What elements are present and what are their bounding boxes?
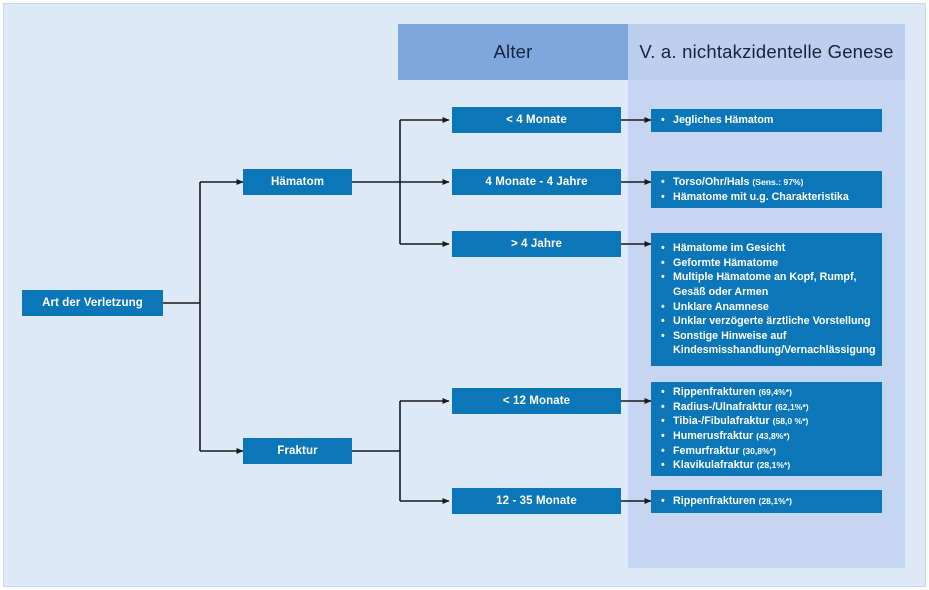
list-item-pct: (58,0 %*) xyxy=(772,416,809,427)
bullet-icon: • xyxy=(661,242,665,255)
list-item: • Klavikulafraktur (28,1%*) xyxy=(661,458,874,473)
bullet-icon: • xyxy=(661,495,665,508)
node-age-gt-4-jahre-label: > 4 Jahre xyxy=(510,238,563,250)
bullet-icon: • xyxy=(661,400,665,413)
bullet-icon: • xyxy=(661,459,665,472)
findings-box-12-35-monate[interactable]: • Rippenfrakturen (28,1%*) xyxy=(651,490,882,513)
list-item: • Torso/Ohr/Hals (Sens.: 97%) xyxy=(661,175,874,190)
bullet-icon: • xyxy=(661,271,665,284)
list-item: • Hämatome mit u.g. Charakteristika xyxy=(661,190,874,205)
node-art-der-verletzung-label: Art der Verletzung xyxy=(42,297,143,309)
list-item-text: Rippenfrakturen xyxy=(673,386,759,399)
node-fraktur[interactable]: Fraktur xyxy=(243,438,352,464)
list-item-text: Hämatome mit u.g. Charakteristika xyxy=(673,190,849,203)
bullet-icon: • xyxy=(661,175,665,188)
list-item: • Hämatome im Gesicht xyxy=(661,241,874,256)
findings-box-lt-12-monate[interactable]: • Rippenfrakturen (69,4%*) • Radius-/Uln… xyxy=(651,382,882,476)
findings-box-4-monate-4-jahre[interactable]: • Torso/Ohr/Hals (Sens.: 97%) • Hämatome… xyxy=(651,171,882,208)
bullet-icon: • xyxy=(661,444,665,457)
list-item: • Jegliches Hämatom xyxy=(661,113,874,128)
node-age-lt-12-monate-label: < 12 Monate xyxy=(502,395,571,407)
node-age-4-monate-4-jahre-label: 4 Monate - 4 Jahre xyxy=(485,176,588,188)
node-haematom-label: Hämatom xyxy=(270,176,325,188)
list-item-pct: (30,8%*) xyxy=(742,445,776,456)
list-item-text: Klavikulafraktur xyxy=(673,459,757,472)
list-item: • Radius-/Ulnafraktur (62,1%*) xyxy=(661,400,874,415)
list-item: • Tibia-/Fibulafraktur (58,0 %*) xyxy=(661,414,874,429)
list-item-pct: (28,1%*) xyxy=(756,460,791,471)
findings-box-lt-4-monate[interactable]: • Jegliches Hämatom xyxy=(651,109,882,132)
bullet-icon: • xyxy=(661,315,665,328)
list-item: • Multiple Hämatome an Kopf, Rumpf, Gesä… xyxy=(661,270,874,299)
node-fraktur-label: Fraktur xyxy=(277,445,318,457)
bullet-icon: • xyxy=(661,300,665,313)
node-age-12-35-monate-label: 12 - 35 Monate xyxy=(496,495,577,507)
node-age-lt-4-monate-label: < 4 Monate xyxy=(506,114,567,126)
list-item: • Rippenfrakturen (69,4%*) xyxy=(661,385,874,400)
list-item-pct: (69,4%*) xyxy=(758,387,792,398)
list-item-text: Hämatome im Gesicht xyxy=(673,242,786,255)
list-item-text: Rippenfrakturen xyxy=(673,495,759,508)
column-band-alter xyxy=(398,80,628,568)
bullet-icon: • xyxy=(661,256,665,269)
list-item-text: Tibia-/Fibulafraktur xyxy=(673,415,773,428)
list-item-text: Unklar verzögerte ärztliche Vorstellung xyxy=(673,315,871,328)
list-item: • Unklar verzögerte ärztliche Vorstellun… xyxy=(661,314,874,329)
list-item: • Geformte Hämatome xyxy=(661,256,874,271)
column-header-alter-label: Alter xyxy=(493,41,533,62)
bullet-icon: • xyxy=(661,329,665,342)
list-item-pct: (28,1%*) xyxy=(758,496,792,507)
findings-box-gt-4-jahre[interactable]: • Hämatome im Gesicht • Geformte Hämatom… xyxy=(651,233,882,366)
list-item: • Sonstige Hinweise auf Kindesmisshandlu… xyxy=(661,329,876,358)
list-item-text: Geformte Hämatome xyxy=(673,256,779,269)
list-item-text: Sonstige Hinweise auf Kindesmisshandlung… xyxy=(673,329,876,357)
node-age-4-monate-4-jahre[interactable]: 4 Monate - 4 Jahre xyxy=(452,169,621,195)
list-item-text: Radius-/Ulnafraktur xyxy=(673,400,776,413)
node-age-lt-4-monate[interactable]: < 4 Monate xyxy=(452,107,621,133)
node-art-der-verletzung[interactable]: Art der Verletzung xyxy=(22,290,163,316)
bullet-icon: • xyxy=(661,415,665,428)
node-haematom[interactable]: Hämatom xyxy=(243,169,352,195)
list-item: • Femurfraktur (30,8%*) xyxy=(661,444,874,459)
list-item-pct: (62,1%*) xyxy=(775,401,809,412)
bullet-icon: • xyxy=(661,386,665,399)
list-item-text: Femurfraktur xyxy=(673,444,743,457)
list-item-text: Unklare Anamnese xyxy=(673,300,769,313)
node-age-gt-4-jahre[interactable]: > 4 Jahre xyxy=(452,231,621,257)
list-item-text: Torso/Ohr/Hals xyxy=(673,175,753,188)
column-header-genese: V. a. nichtakzidentelle Genese xyxy=(628,24,905,80)
bullet-icon: • xyxy=(661,430,665,442)
list-item: • Rippenfrakturen (28,1%*) xyxy=(661,494,874,509)
list-item-text: Humerusfraktur xyxy=(673,430,757,442)
list-item-text: Jegliches Hämatom xyxy=(673,114,774,127)
column-header-genese-label: V. a. nichtakzidentelle Genese xyxy=(639,41,894,62)
list-item: • Unklare Anamnese xyxy=(661,300,874,315)
list-item-pct: (43,8%*) xyxy=(756,431,790,441)
node-age-12-35-monate[interactable]: 12 - 35 Monate xyxy=(452,488,621,514)
bullet-icon: • xyxy=(661,190,665,203)
column-header-alter: Alter xyxy=(398,24,628,80)
node-age-lt-12-monate[interactable]: < 12 Monate xyxy=(452,388,621,414)
bullet-icon: • xyxy=(661,114,665,127)
list-item-pct: (Sens.: 97%) xyxy=(752,176,804,187)
list-item: • Humerusfraktur (43,8%*) xyxy=(661,429,874,444)
list-item-text: Multiple Hämatome an Kopf, Rumpf, Gesäß … xyxy=(673,271,857,298)
